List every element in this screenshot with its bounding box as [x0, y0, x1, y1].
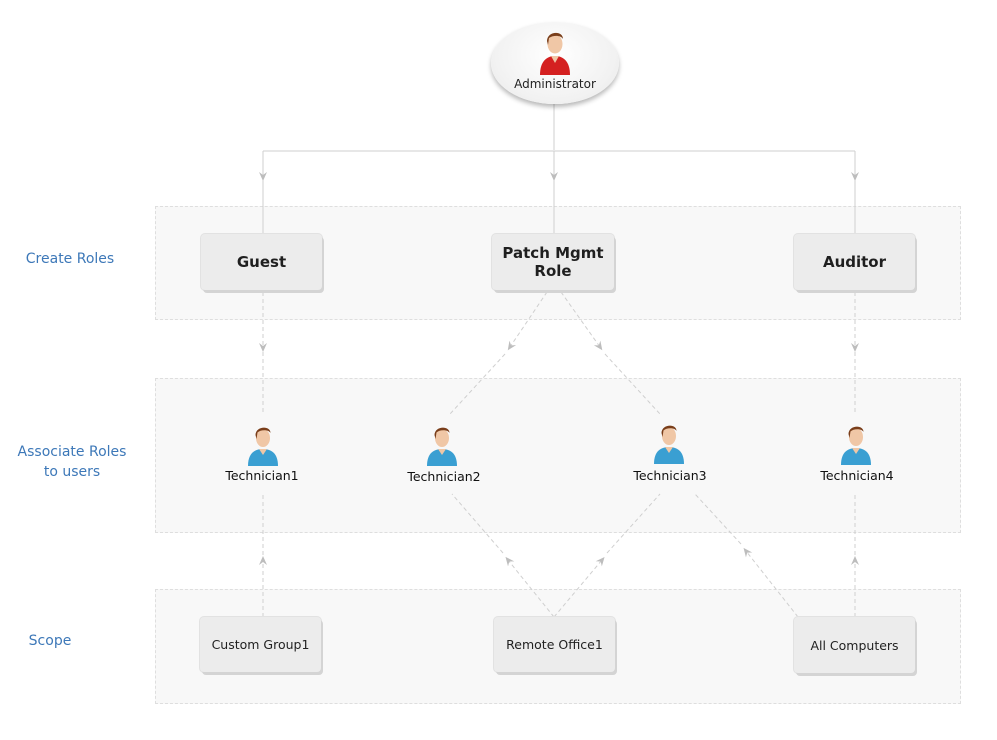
scope-all-computers: All Computers	[794, 617, 915, 673]
scope-remote-office1: Remote Office1	[494, 617, 615, 672]
scope-to-technician-connectors	[259, 493, 859, 618]
role-guest: Guest	[201, 234, 322, 290]
technician-person-icon	[654, 425, 684, 464]
administrator-node: Administrator	[491, 22, 619, 104]
associate-roles-band	[155, 378, 961, 533]
technician-label: Technician4	[820, 468, 894, 483]
technician-person-icon	[841, 426, 871, 465]
create-roles-label: Create Roles	[25, 251, 115, 267]
associate-roles-label-line1: Associate Roles	[17, 444, 127, 460]
role-to-technician-connectors	[259, 291, 859, 415]
role-guest-line1: Guest	[236, 253, 287, 271]
technician-label: Technician3	[633, 468, 707, 483]
role-auditor-line1: Auditor	[822, 253, 887, 271]
technician-person-icon	[248, 427, 278, 466]
technician-label: Technician1	[225, 468, 299, 483]
admin-connector	[259, 104, 859, 234]
role-patch-mgmt-line1: Patch Mgmt	[502, 244, 604, 262]
technician-label: Technician2	[407, 469, 481, 484]
scope-label: Scope	[28, 633, 72, 649]
role-patch-mgmt-line2: Role	[534, 262, 572, 280]
associate-roles-label: Associate Roles to users	[12, 442, 132, 482]
administrator-label: Administrator	[514, 77, 596, 91]
associate-roles-label-line2: to users	[43, 464, 101, 480]
administrator-person-icon	[540, 32, 570, 75]
role-patch-mgmt: Patch Mgmt Role	[492, 234, 614, 290]
technician-person-icon	[427, 427, 457, 466]
role-auditor: Auditor	[794, 234, 915, 290]
scope-custom-group1: Custom Group1	[200, 617, 321, 672]
